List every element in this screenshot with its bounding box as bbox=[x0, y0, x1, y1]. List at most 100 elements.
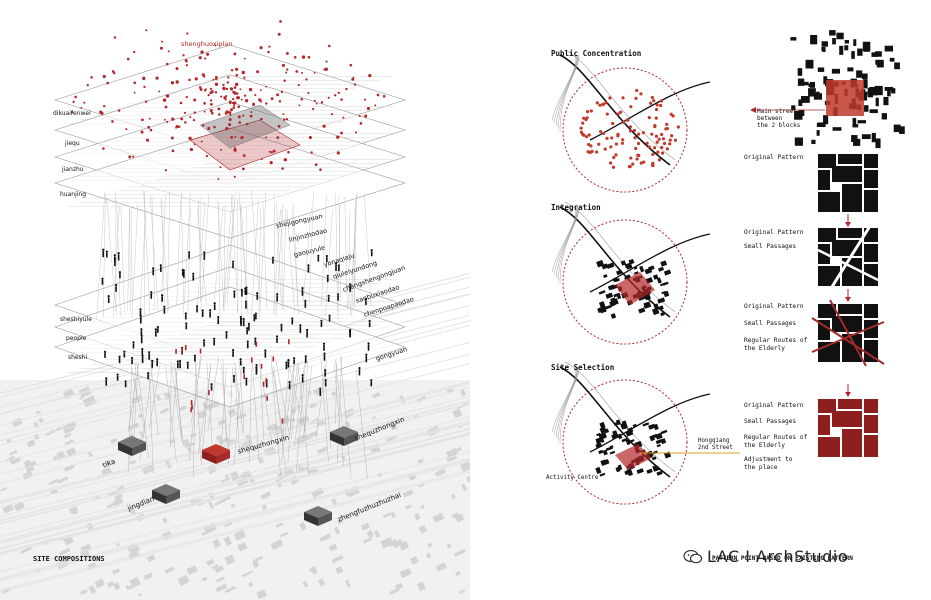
activity-dot bbox=[232, 106, 236, 110]
concentration-dot bbox=[659, 103, 663, 108]
person-head bbox=[161, 294, 164, 297]
map-block bbox=[214, 565, 224, 574]
activity-dot bbox=[171, 149, 175, 153]
person-head bbox=[291, 317, 294, 320]
connector-line bbox=[337, 356, 342, 463]
activity-dot bbox=[215, 75, 218, 79]
connector-line bbox=[335, 362, 337, 424]
concentration-dot bbox=[622, 120, 626, 124]
person-head bbox=[113, 257, 117, 260]
activity-dot bbox=[217, 178, 220, 181]
person-figure bbox=[192, 274, 195, 281]
person-figure bbox=[151, 362, 154, 368]
person-figure bbox=[104, 353, 106, 358]
block bbox=[659, 305, 664, 311]
activity-dot bbox=[376, 93, 380, 97]
person-head bbox=[288, 380, 291, 384]
person-figure bbox=[301, 289, 304, 296]
person-figure-red bbox=[260, 363, 263, 369]
map-block bbox=[63, 464, 75, 472]
activity-dot bbox=[382, 94, 386, 98]
connector-line bbox=[286, 209, 296, 314]
block bbox=[627, 470, 633, 477]
pattern-note: Original Pattern bbox=[744, 229, 804, 236]
connector-line bbox=[281, 363, 295, 465]
activity-dot bbox=[193, 143, 196, 146]
person-head bbox=[213, 337, 216, 340]
map-block bbox=[851, 51, 855, 59]
person-head bbox=[185, 322, 188, 325]
activity-dot bbox=[323, 68, 326, 71]
map-block bbox=[899, 126, 905, 134]
concentration-dot bbox=[651, 152, 655, 157]
connector-line bbox=[196, 208, 207, 306]
block bbox=[644, 293, 651, 301]
map-block bbox=[256, 589, 268, 600]
map-block bbox=[202, 402, 209, 411]
map-block bbox=[0, 486, 8, 492]
red-zone bbox=[189, 119, 301, 171]
activity-dot bbox=[239, 88, 242, 91]
activity-dot bbox=[145, 138, 150, 142]
map-block bbox=[881, 113, 888, 120]
connector-line bbox=[161, 197, 165, 303]
map-block bbox=[9, 449, 18, 456]
map-block bbox=[810, 35, 818, 45]
connector-line bbox=[273, 366, 286, 472]
person-head bbox=[322, 342, 326, 345]
block bbox=[595, 437, 603, 444]
pattern-original-cell bbox=[864, 170, 878, 188]
pattern-passages-cell bbox=[818, 228, 836, 242]
activity-dot bbox=[283, 158, 288, 162]
concentration-dot bbox=[637, 153, 641, 158]
person-figure bbox=[123, 352, 126, 358]
map-block bbox=[425, 552, 432, 559]
person-head bbox=[217, 316, 220, 319]
map-block bbox=[87, 562, 97, 571]
map-block bbox=[861, 134, 871, 140]
person-head bbox=[123, 350, 126, 353]
block bbox=[656, 444, 661, 448]
block bbox=[617, 433, 623, 440]
activity-dot bbox=[210, 103, 213, 106]
connector-line bbox=[128, 363, 139, 432]
connector-line bbox=[303, 207, 312, 302]
person-figure bbox=[102, 250, 105, 258]
activity-dot bbox=[117, 109, 121, 112]
concentration-dot bbox=[654, 107, 659, 112]
activity-dot bbox=[276, 136, 280, 139]
person-head bbox=[117, 251, 120, 255]
person-head bbox=[152, 267, 155, 270]
activity-dot bbox=[313, 71, 316, 74]
map-block bbox=[80, 589, 88, 596]
activity-dot bbox=[354, 131, 357, 134]
activity-dot bbox=[268, 45, 271, 48]
rail-line bbox=[557, 206, 579, 282]
connector-line bbox=[183, 192, 191, 306]
map-block bbox=[106, 581, 115, 588]
person-head bbox=[337, 264, 340, 267]
map-block bbox=[427, 542, 433, 548]
activity-dot bbox=[324, 67, 328, 71]
block bbox=[636, 468, 644, 474]
activity-dot bbox=[214, 44, 217, 47]
person-head bbox=[151, 359, 154, 363]
connector-line bbox=[130, 206, 133, 302]
activity-dot bbox=[225, 94, 228, 98]
block bbox=[602, 449, 608, 456]
person-head bbox=[247, 322, 251, 325]
block bbox=[652, 450, 658, 455]
person-figure bbox=[264, 351, 267, 358]
person-figure bbox=[317, 257, 320, 262]
map-block bbox=[215, 435, 223, 442]
rail-line bbox=[553, 206, 577, 276]
boundary-circle bbox=[562, 219, 688, 345]
road bbox=[559, 206, 671, 318]
map-block bbox=[867, 91, 872, 96]
pattern-original-cell bbox=[818, 192, 840, 212]
connector-line bbox=[287, 361, 295, 463]
map-block bbox=[62, 422, 75, 434]
person-head bbox=[201, 309, 204, 312]
person-figure bbox=[265, 381, 268, 388]
block bbox=[606, 262, 615, 269]
